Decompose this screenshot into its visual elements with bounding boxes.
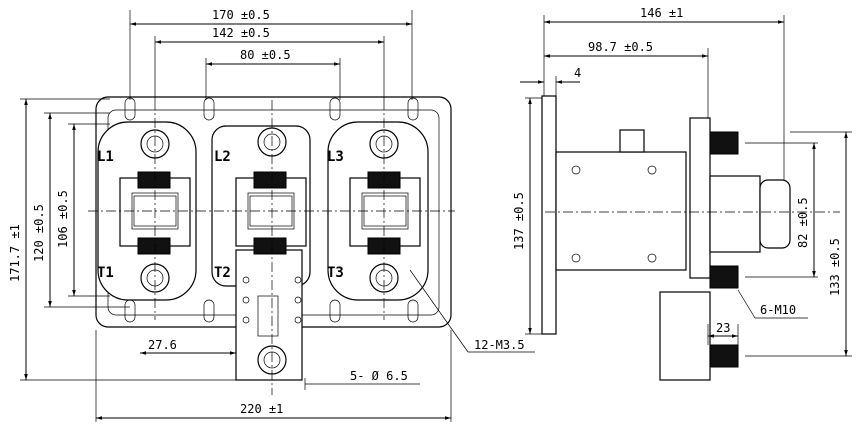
dim-text-height: 137 ±0.5 [512,192,526,250]
dim-text-depth: 98.7 ±0.5 [588,40,653,54]
lower-terminal [709,344,739,368]
dim-depth: 98.7 ±0.5 [544,40,709,118]
flange [541,95,557,335]
dim-offset: 27.6 [140,338,236,355]
dim-text-overall-width: 220 ±1 [240,402,283,416]
dim-text-overall-depth: 146 ±1 [640,6,683,20]
terminal-label-t1: T1 [97,265,114,281]
dim-outer-pitch: 170 ±0.5 [129,8,413,100]
dim-text-screws: 12-M3.5 [474,338,525,352]
terminal-label-l3: L3 [327,149,344,165]
dim-text-pole-pitch: 80 ±0.5 [240,48,291,62]
terminal-label-t2: T2 [214,265,231,281]
dim-text-thread: 6-M10 [760,303,796,317]
dim-text-mount-height: 120 ±0.5 [32,204,46,262]
dim-overall-width: 220 ±1 [95,330,452,422]
side-view: 146 ±1 98.7 ±0.5 4 137 ±0.5 82 ±0.5 [512,6,852,381]
dim-text-inner-height: 106 ±0.5 [56,190,70,248]
front-view: L1 L2 L3 T1 T2 T3 170 ±0.5 142 ±0.5 80 ±… [8,8,535,422]
dim-text-holes: 5- Ø 6.5 [350,369,408,383]
pole-2 [211,125,311,381]
dim-text-offset: 27.6 [148,338,177,352]
terminal-label-l2: L2 [214,149,231,165]
dim-flange: 4 [520,66,581,96]
dim-text-side-offset: 23 [716,321,730,335]
terminal-cap [709,175,761,253]
dim-height: 137 ±0.5 [512,97,542,335]
top-connector [619,129,645,153]
upper-terminal [709,131,739,155]
dim-holes: 5- Ø 6.5 [304,369,420,390]
dim-text-outer-pitch: 170 ±0.5 [212,8,270,22]
dim-terminal-spacing: 82 ±0.5 [745,142,818,278]
dim-text-total-height: 171.7 ±1 [8,224,22,282]
terminal-label-l1: L1 [97,149,114,165]
dim-text-inner-pitch: 142 ±0.5 [212,26,270,40]
dim-text-flange: 4 [574,66,581,80]
dim-screws: 12-M3.5 [409,269,535,353]
dim-side-offset: 23 [707,321,739,345]
dim-mount-height: 120 ±0.5 [32,112,130,308]
middle-terminal [709,265,739,289]
dim-inner-pitch: 142 ±0.5 [154,26,385,100]
dim-inner-height: 106 ±0.5 [56,123,110,297]
terminal-label-t3: T3 [327,265,344,281]
lower-block [659,291,711,381]
dim-total-height: 171.7 ±1 [8,98,240,381]
dim-terminal-height: 133 ±0.5 [745,131,852,357]
terminal-block [689,117,711,279]
dim-text-terminal-height: 133 ±0.5 [828,238,842,296]
dim-thread: 6-M10 [737,289,808,319]
coil-housing [555,151,687,271]
dim-text-terminal-spacing: 82 ±0.5 [796,197,810,248]
dim-pole-pitch: 80 ±0.5 [205,48,341,100]
